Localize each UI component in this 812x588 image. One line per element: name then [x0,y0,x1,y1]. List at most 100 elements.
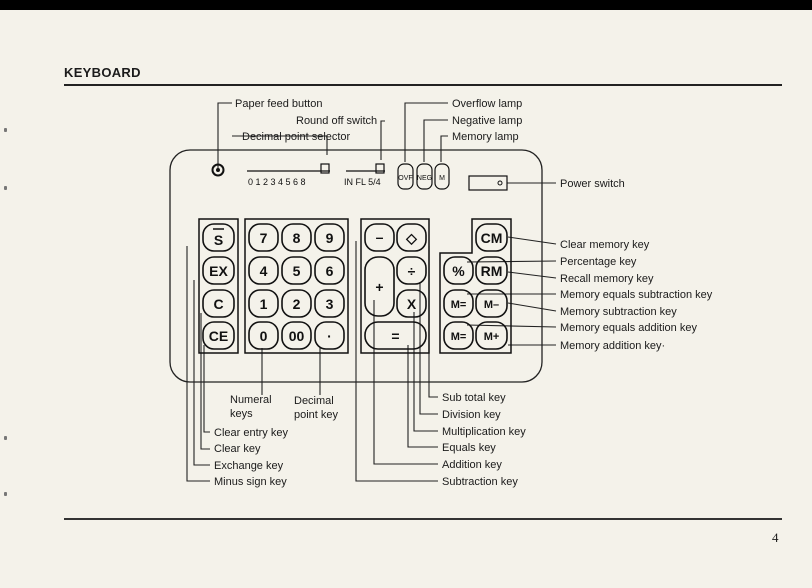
exchange-key[interactable] [202,256,235,285]
label-negative-lamp: Negative lamp [452,115,522,127]
minus-sign-key[interactable] [202,223,235,252]
key-0-label: 0 [260,328,268,344]
label-recall-memory-key: Recall memory key [560,273,654,285]
label-clear-memory-key: Clear memory key [560,239,650,251]
label-memory-addition-key: Memory addition key· [560,340,665,352]
label-sub-total-key: Sub total key [442,392,506,404]
left-column-keys: S EX C CE [202,223,235,350]
memory-addition-key[interactable] [475,321,508,350]
label-memory-lamp: Memory lamp [452,131,519,143]
memory-equals-addition-key[interactable] [443,321,474,350]
page-number: 4 [772,530,779,545]
section-title: KEYBOARD [64,65,141,80]
label-subtraction-key: Subtraction key [442,476,518,488]
label-percentage-key: Percentage key [560,256,637,268]
memory-equals-addition-key-label: M= [451,331,467,343]
key-5[interactable] [281,256,312,285]
label-paper-feed-button: Paper feed button [235,98,322,110]
label-decimal-point-selector: Decimal point selector [242,131,351,143]
label-numeral-keys-line2: keys [230,408,253,420]
leader-lines [186,102,557,482]
key-6-label: 6 [326,263,334,279]
addition-key-label: + [375,279,383,295]
key-8-label: 8 [293,230,301,246]
label-addition-key: Addition key [442,459,502,471]
bottom-rule [64,518,782,520]
round-off-knob[interactable] [375,163,385,174]
key-2[interactable] [281,289,312,318]
key-9-label: 9 [326,230,334,246]
calculator-panel [169,149,543,383]
label-clear-entry-key: Clear entry key [214,427,288,439]
margin-dot [4,492,7,496]
key-00-label: 00 [289,328,305,344]
memory-key-group [439,218,512,354]
key-1-label: 1 [260,296,268,312]
addition-key[interactable] [364,256,395,317]
label-multiplication-key: Multiplication key [442,426,526,438]
memory-equals-subtraction-key[interactable] [443,289,474,318]
subtraction-key[interactable] [364,223,395,252]
clear-entry-key[interactable] [202,321,235,350]
minus-sign-key-label: S [214,232,223,248]
memory-addition-key-label: M+ [484,331,500,343]
round-off-scale: IN FL 5/4 [344,177,381,187]
label-power-switch: Power switch [560,178,625,190]
key-1[interactable] [248,289,279,318]
operation-keys: – ◇ + ÷ X = [364,223,427,350]
key-0[interactable] [248,321,279,350]
recall-memory-key[interactable] [475,256,508,285]
sub-total-key-label: ◇ [405,230,418,246]
top-rule [64,84,782,86]
key-3[interactable] [314,289,345,318]
lamp-label-neg: NEG [417,175,432,182]
margin-dot [4,128,7,132]
power-switch[interactable] [468,175,508,191]
decimal-point-key[interactable] [314,321,345,350]
overflow-lamp [397,163,414,190]
equals-key-label: = [391,328,399,344]
memory-subtraction-key[interactable] [475,289,508,318]
key-7[interactable] [248,223,279,252]
decimal-scale: 0 1 2 3 4 5 6 8 [248,177,306,187]
key-3-label: 3 [326,296,334,312]
equals-key[interactable] [364,321,427,350]
label-memory-equals-subtraction-key: Memory equals subtraction key [560,289,713,301]
clear-key[interactable] [202,289,235,318]
sub-total-key[interactable] [396,223,427,252]
decimal-slider-knob[interactable] [320,163,330,174]
key-2-label: 2 [293,296,301,312]
label-decimal-point-key-line1: Decimal [294,395,334,407]
lamp-label-ovf: OVF [398,175,412,182]
numeric-key-group [244,218,349,354]
label-minus-sign-key: Minus sign key [214,476,287,488]
subtraction-key-label: – [376,229,384,245]
clear-key-label: C [213,296,223,312]
key-8[interactable] [281,223,312,252]
key-9[interactable] [314,223,345,252]
numeric-keys: 7 8 9 4 5 6 1 2 3 0 00 · [248,223,345,350]
recall-memory-key-label: RM [481,263,503,279]
key-00[interactable] [281,321,312,350]
percentage-key[interactable] [443,256,474,285]
multiplication-key[interactable] [396,289,427,318]
paper-feed-button-center [216,168,220,172]
division-key[interactable] [396,256,427,285]
key-6[interactable] [314,256,345,285]
percentage-key-label: % [452,263,465,279]
negative-lamp [416,163,433,190]
key-7-label: 7 [260,230,268,246]
margin-dot [4,186,7,190]
multiplication-key-label: X [407,296,417,312]
paper-feed-button[interactable] [211,163,225,177]
memory-subtraction-key-label: M– [484,299,499,311]
key-4[interactable] [248,256,279,285]
key-4-label: 4 [260,263,268,279]
power-switch-knob [497,180,503,186]
label-memory-equals-addition-key: Memory equals addition key [560,322,697,334]
clear-memory-key[interactable] [475,223,508,252]
lamps: OVF NEG M [397,163,450,190]
exchange-key-label: EX [209,263,228,279]
memory-keys: CM % RM M= M– M= M+ [443,223,508,350]
